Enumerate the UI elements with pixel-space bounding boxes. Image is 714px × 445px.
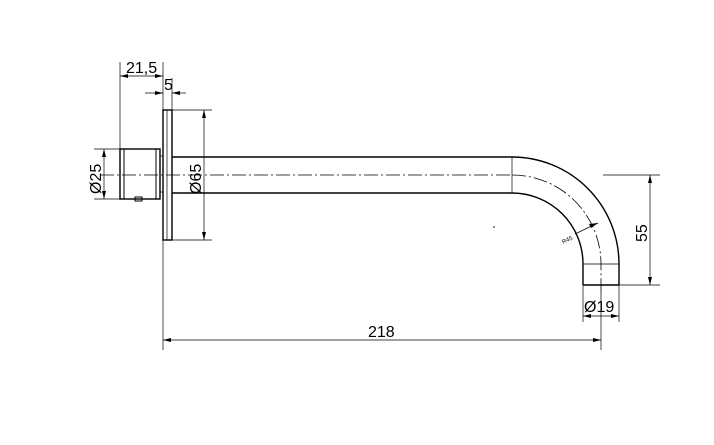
plate-thickness-label: 5	[164, 77, 173, 94]
dim-spout-length: 218	[162, 240, 602, 350]
plate-diameter-label: Ø65	[188, 164, 205, 194]
dim-plate-thickness: 5	[145, 77, 186, 110]
dim-drop-height: 55	[603, 174, 660, 286]
dim-mount-depth: 21,5	[119, 60, 164, 149]
spout-tube	[172, 156, 620, 286]
dim-bend-radius: R45	[561, 222, 599, 246]
outlet-diameter-label: Ø19	[584, 299, 614, 316]
body-diameter-label: Ø25	[88, 164, 105, 194]
spout-length-label: 218	[368, 324, 395, 341]
drop-height-label: 55	[634, 224, 651, 242]
dim-body-diameter: Ø25	[88, 148, 120, 200]
dim-plate-diameter: Ø65	[172, 109, 212, 241]
stray-dot	[493, 226, 495, 228]
dim-outlet-diameter: Ø19	[582, 285, 620, 322]
center-lines	[100, 174, 602, 292]
bend-radius-label: R45	[561, 235, 574, 245]
mount-depth-label: 21,5	[126, 60, 157, 77]
